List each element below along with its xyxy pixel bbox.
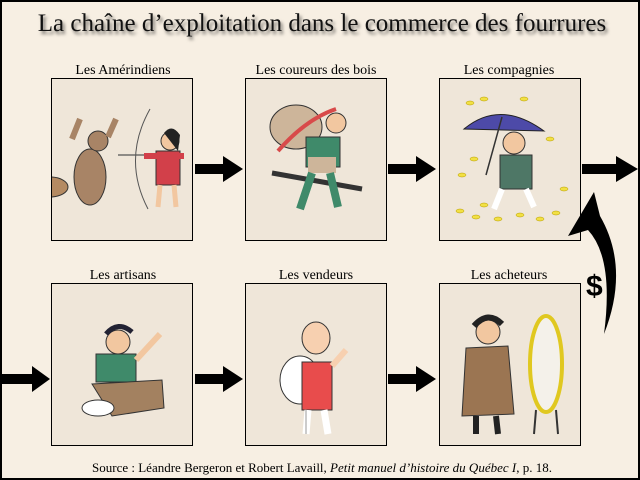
arrow-right-icon (195, 366, 243, 392)
label-artisans: Les artisans (89, 268, 157, 283)
hunter-beaver-illustration (52, 108, 184, 210)
label-vendeurs: Les vendeurs (278, 268, 354, 283)
arrow-right-icon (2, 366, 50, 392)
panel-artisans (51, 283, 193, 446)
panel-coureurs-des-bois (245, 78, 387, 241)
arrow-right-icon (388, 156, 436, 182)
source-citation: Source : Léandre Bergeron et Robert Lava… (2, 460, 640, 476)
panel-acheteurs (439, 283, 581, 446)
source-prefix: Source : Léandre Bergeron et Robert Lava… (92, 460, 331, 475)
rich-man-umbrella-illustration (455, 96, 569, 222)
label-acheteurs: Les acheteurs (470, 268, 548, 283)
label-amerindiens: Les Amérindiens (75, 63, 171, 78)
panel-compagnies (439, 78, 581, 241)
buyer-mirror-illustration (461, 314, 564, 435)
shopkeeper-illustration (279, 321, 349, 435)
source-suffix: , p. 18. (516, 460, 552, 475)
woodsman-illustration (269, 104, 363, 211)
dollar-icon: $ (586, 270, 603, 303)
label-compagnies: Les compagnies (463, 63, 555, 78)
diagram-title: La chaîne d’exploitation dans le commerc… (37, 10, 607, 37)
arrow-right-icon (195, 156, 243, 182)
arrow-right-icon (388, 366, 436, 392)
curved-return-arrow-icon (568, 192, 617, 334)
tailor-illustration (81, 324, 165, 417)
source-book-title: Petit manuel d’histoire du Québec I (330, 460, 517, 475)
panel-vendeurs (245, 283, 387, 446)
label-coureurs-des-bois: Les coureurs des bois (255, 63, 377, 78)
arrow-right-icon (582, 156, 638, 182)
panel-amerindiens (51, 78, 193, 241)
